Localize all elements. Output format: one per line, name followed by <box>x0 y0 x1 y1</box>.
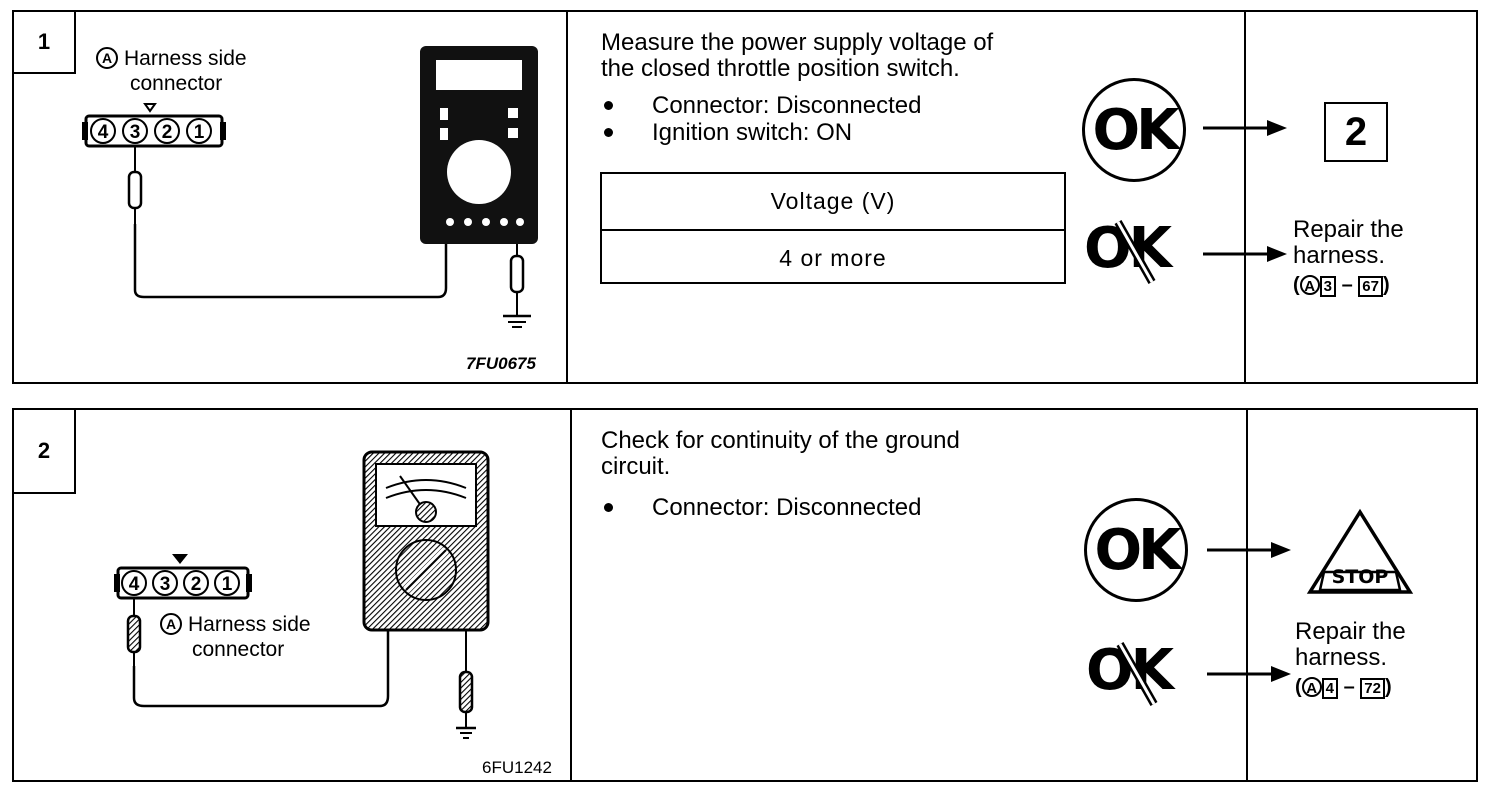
pin-2: 2 <box>162 122 173 143</box>
harness-connector-icon: 4 3 2 1 <box>82 103 226 148</box>
step-1-figure-code: 7FU0675 <box>466 354 536 373</box>
step-1-instruction-line1: Measure the power supply voltage of <box>601 29 994 56</box>
connector-marker-icon: A <box>96 47 118 69</box>
ng-icon: OK <box>1086 638 1174 703</box>
step-1-connector-label: A Harness side connector <box>96 46 247 96</box>
ng-label: OK <box>1084 216 1172 281</box>
ref-pin: 3 <box>1319 276 1337 297</box>
arrow-right-icon <box>1207 666 1291 682</box>
step-2-instruction-line2: circuit. <box>601 453 671 480</box>
ng-slash-icon <box>1116 642 1158 706</box>
voltage-table: Voltage (V) 4 or more <box>600 172 1066 284</box>
pin-3: 3 <box>160 574 171 595</box>
step-2-figure-code: 6FU1242 <box>482 758 552 777</box>
arrow-right-icon <box>1203 120 1287 136</box>
step-1-panel <box>12 10 1478 384</box>
connector-marker-icon: A <box>1299 275 1320 295</box>
step-2-instruction-line1: Check for continuity of the ground <box>601 427 960 454</box>
stop-label: STOP <box>1331 566 1389 588</box>
step-1-ng-result-line2: harness. <box>1293 242 1386 269</box>
ref-dash: – <box>1343 676 1355 698</box>
step-1-instruction-line2: the closed throttle position switch. <box>601 55 960 82</box>
step-2-diagram: 4 3 2 1 <box>114 450 490 739</box>
ref-wire: 72 <box>1360 678 1385 699</box>
pin-1: 1 <box>194 122 205 143</box>
ng-slash-icon <box>1114 220 1156 284</box>
ground-probe-icon <box>456 630 476 739</box>
step-1-ng-result-line1: Repair the <box>1293 216 1404 243</box>
ref-dash: – <box>1341 274 1353 296</box>
pin-2: 2 <box>191 574 202 595</box>
connector-label-line1: Harness side <box>124 47 247 70</box>
connector-marker-icon: A <box>160 613 182 635</box>
bullet-icon <box>604 101 613 110</box>
step-1-diagram: 4 3 2 1 <box>82 46 538 328</box>
arrow-right-icon <box>1207 542 1291 558</box>
ng-icon: OK <box>1084 216 1172 281</box>
ok-icon: OK <box>1084 498 1188 602</box>
bullet-icon <box>604 503 613 512</box>
step-2-number: 2 <box>14 410 76 494</box>
step-2-panel <box>12 408 1478 782</box>
connector-label-line2: connector <box>192 638 285 661</box>
pin-3: 3 <box>130 122 141 143</box>
stop-warning-icon <box>1306 508 1414 594</box>
probe-icon <box>126 598 142 666</box>
step-1-condition-1: Connector: Disconnected <box>652 92 922 119</box>
step-1-divider-right <box>1244 10 1246 384</box>
ng-label: OK <box>1086 638 1174 703</box>
ref-wire: 67 <box>1358 276 1383 297</box>
step-1-number: 1 <box>14 12 76 74</box>
ref-pin: 4 <box>1321 678 1339 699</box>
step-2-ng-result-line2: harness. <box>1295 644 1388 671</box>
ground-probe-icon <box>503 244 531 328</box>
step-2-ng-result-line1: Repair the <box>1295 618 1406 645</box>
step-2-connector-label: A Harness side connector <box>160 612 311 662</box>
step-2-divider-left <box>570 408 572 782</box>
voltage-table-value: 4 or more <box>602 229 1064 286</box>
step-1-condition-2: Ignition switch: ON <box>652 119 853 146</box>
analog-multimeter-icon <box>362 450 490 632</box>
digital-multimeter-icon <box>420 46 538 244</box>
pin-4: 4 <box>98 122 109 143</box>
harness-connector-icon: 4 3 2 1 <box>114 554 252 600</box>
ok-icon: OK <box>1082 78 1186 182</box>
step-2-divider-right <box>1246 408 1248 782</box>
bullet-icon <box>604 128 613 137</box>
step-1-divider-left <box>566 10 568 384</box>
step-2-condition-1: Connector: Disconnected <box>652 494 922 521</box>
connector-label-line1: Harness side <box>188 613 311 636</box>
arrow-right-icon <box>1203 246 1287 262</box>
probe-icon <box>127 146 143 224</box>
connector-marker-icon: A <box>1301 677 1322 697</box>
next-step-2-box: 2 <box>1324 102 1388 162</box>
pin-4: 4 <box>129 574 140 595</box>
connector-label-line2: connector <box>130 72 223 95</box>
voltage-table-header: Voltage (V) <box>770 188 896 214</box>
pin-1: 1 <box>222 574 233 595</box>
